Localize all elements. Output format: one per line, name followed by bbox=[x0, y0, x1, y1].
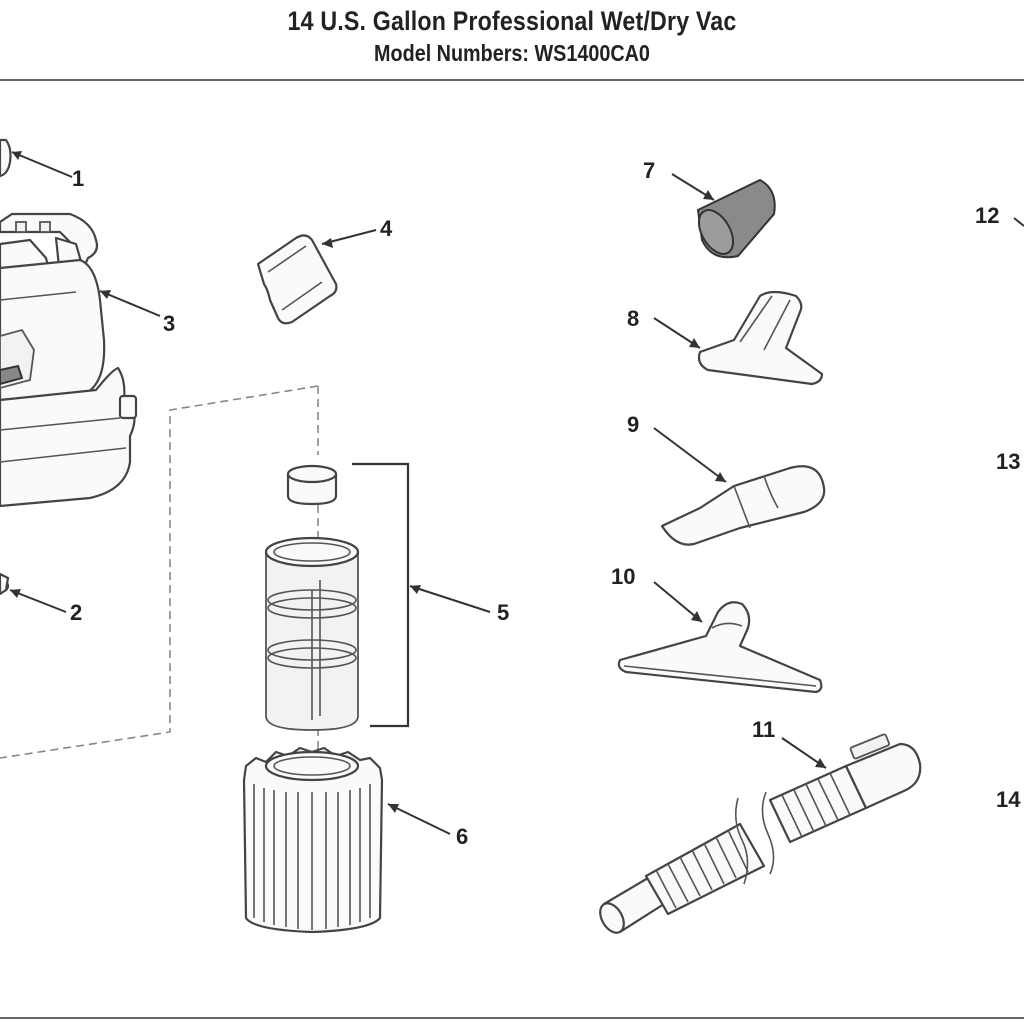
part-8-utility-nozzle bbox=[653, 290, 824, 386]
part-9-crevice-tool bbox=[653, 427, 826, 546]
part-6-pleated-filter bbox=[242, 746, 451, 934]
callout-2: 2 bbox=[70, 600, 82, 625]
part-10-floor-nozzle bbox=[617, 581, 823, 694]
diagram-title: 14 U.S. Gallon Professional Wet/Dry Vac bbox=[287, 6, 737, 36]
callout-4: 4 bbox=[380, 216, 393, 241]
model-numbers: Model Numbers: WS1400CA0 bbox=[374, 40, 650, 66]
callout-6: 6 bbox=[456, 824, 468, 849]
callout-10: 10 bbox=[611, 564, 635, 589]
part-11-hose bbox=[599, 733, 922, 934]
footer-divider bbox=[0, 1017, 1024, 1019]
callout-12: 12 bbox=[975, 203, 999, 228]
callout-14: 14 bbox=[996, 787, 1021, 812]
callout-3: 3 bbox=[163, 311, 175, 336]
callout-11: 11 bbox=[752, 717, 775, 742]
part-4-latch bbox=[256, 229, 377, 325]
callout-8: 8 bbox=[627, 306, 639, 331]
callout-7: 7 bbox=[643, 158, 655, 183]
callout-1: 1 bbox=[72, 166, 84, 191]
callout-5: 5 bbox=[497, 600, 509, 625]
part-2-screw bbox=[0, 572, 67, 613]
diagram-header: 14 U.S. Gallon Professional Wet/Dry Vac … bbox=[0, 0, 1024, 78]
part-5-filter-cage bbox=[264, 462, 491, 731]
callout-13: 13 bbox=[996, 449, 1020, 474]
part-7-foam-sleeve bbox=[671, 173, 776, 259]
part-1-knob bbox=[0, 138, 73, 178]
part-12-leader bbox=[1013, 217, 1024, 227]
callout-labels: 1 2 3 4 5 6 7 8 9 10 11 12 13 14 bbox=[70, 158, 1021, 849]
part-3-powerhead bbox=[0, 212, 161, 508]
header-divider bbox=[0, 79, 1024, 81]
callout-9: 9 bbox=[627, 412, 639, 437]
